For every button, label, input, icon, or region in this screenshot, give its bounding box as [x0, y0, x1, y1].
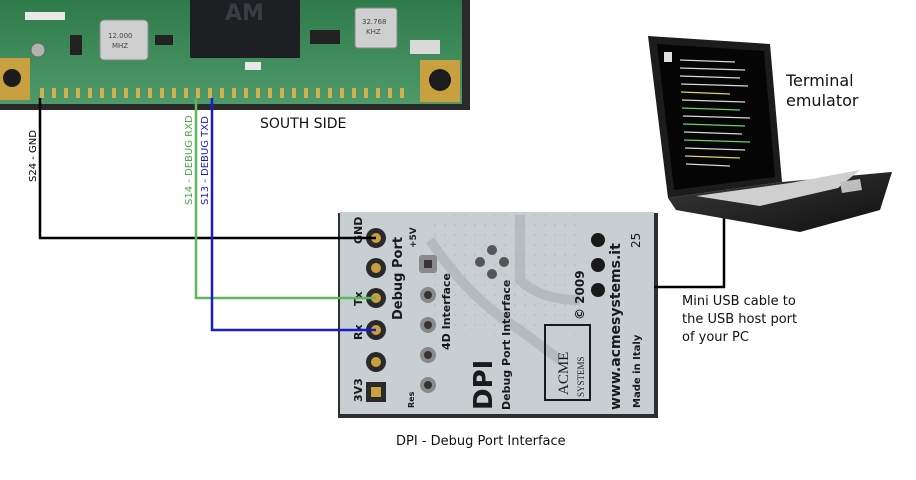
via — [30, 42, 46, 58]
gnd-wire — [38, 98, 376, 240]
dpi-board: GND Debug Port Tx Rx 3V3 +5V 4D Interfac… — [338, 212, 658, 418]
cpu-chip — [190, 0, 300, 58]
silk-dpi: DPI — [469, 360, 499, 410]
crystal-2-line1: 32.768 — [362, 18, 387, 26]
chip-label: AM — [225, 1, 264, 26]
dpi-caption: DPI - Debug Port Interface — [396, 434, 566, 449]
usb-label-line3: of your PC — [682, 330, 749, 345]
txd-wire-label: S13 - DEBUG TXD — [200, 116, 211, 205]
txd-wire — [210, 98, 376, 332]
silk-4d-interface: 4D Interface — [440, 273, 453, 350]
laptop-keyboard — [696, 170, 860, 206]
tux-icon — [664, 52, 672, 62]
smd-component — [25, 12, 65, 20]
terminal-text-lines — [679, 59, 751, 167]
silk-systems: SYSTEMS — [576, 356, 586, 397]
edge-pads — [40, 88, 404, 98]
gnd-wire-label: S24 - GND — [28, 130, 39, 182]
usb-label-line2: the USB host port — [682, 312, 797, 327]
right-pads — [591, 233, 605, 297]
crystal-2 — [354, 7, 398, 49]
mount-hole-left — [3, 69, 21, 87]
laptop — [648, 36, 892, 232]
crystal-2-line2: KHZ — [366, 28, 381, 36]
rxd-wire-label: S14 - DEBUG RXD — [184, 115, 195, 205]
silk-3v3: 3V3 — [352, 378, 365, 402]
terminal-label-line1: Terminal — [785, 71, 854, 90]
rxd-wire — [194, 98, 376, 300]
silk-dpi-sub: Debug Port Interface — [500, 280, 513, 410]
crystal-1-line1: 12.000 — [108, 32, 133, 40]
center-holes — [475, 245, 509, 279]
silk-5v: +5V — [409, 227, 419, 248]
crystal-1 — [99, 19, 149, 61]
silk-url: www.acmesystems.it — [608, 243, 624, 410]
cpu-module: AM 12.000 MHZ 32.768 KHZ — [0, 0, 470, 110]
acme-logo-box — [544, 324, 591, 401]
smd-component — [70, 35, 82, 55]
silk-made-in: Made in Italy — [632, 334, 643, 408]
smd-component — [410, 40, 440, 54]
silk-number: 25 — [629, 233, 643, 248]
south-side-label: SOUTH SIDE — [260, 116, 346, 132]
smd-component — [245, 62, 261, 70]
smd-component — [310, 30, 340, 44]
silk-year: © 2009 — [573, 270, 587, 320]
silk-rx: Rx — [352, 324, 365, 340]
silk-debug-port: Debug Port — [391, 237, 406, 320]
silk-gnd: GND — [352, 217, 365, 244]
silk-acme: ACME — [556, 352, 572, 395]
terminal-label-line2: emulator — [786, 91, 859, 110]
pcb-trace — [425, 237, 563, 364]
usb-cable — [654, 212, 726, 289]
laptop-touchpad — [840, 179, 862, 193]
crystal-1-line2: MHZ — [112, 42, 128, 50]
silk-res: Res — [407, 391, 416, 408]
usb-label-line1: Mini USB cable to — [682, 294, 796, 309]
pin-header-4d — [419, 255, 437, 393]
mount-hole-right — [429, 69, 451, 91]
pcb-trace — [515, 215, 581, 305]
smd-component — [155, 35, 173, 45]
